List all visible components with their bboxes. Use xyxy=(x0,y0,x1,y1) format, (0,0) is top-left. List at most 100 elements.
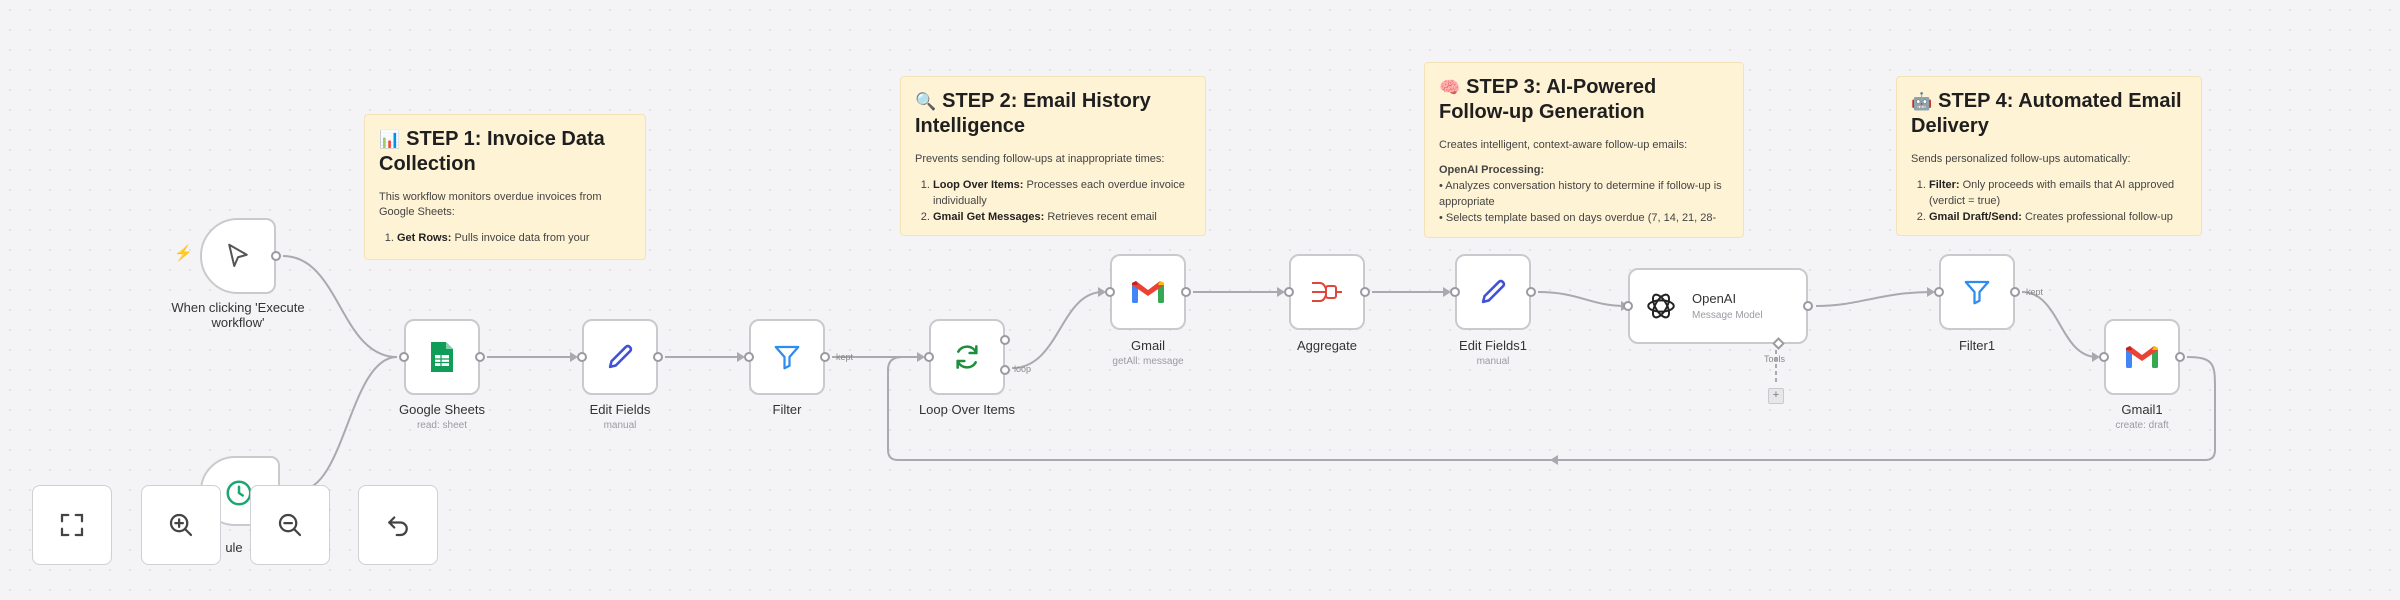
sticky-text: Creates intelligent, context-aware follo… xyxy=(1439,139,1688,151)
node-gmail-1[interactable] xyxy=(2099,319,2185,395)
node-title: OpenAI xyxy=(1692,291,1737,306)
pencil-icon xyxy=(1481,279,1506,304)
sticky-note-step1[interactable]: 📊STEP 1: Invoice Data Collection This wo… xyxy=(364,114,646,260)
list-item: • Selects template based on days overdue… xyxy=(1439,212,1717,224)
output-port[interactable] xyxy=(1803,301,1813,311)
node-label: Filter xyxy=(772,402,802,417)
sticky-note-step3[interactable]: 🧠STEP 3: AI-Powered Follow-up Generation… xyxy=(1424,62,1744,238)
sticky-text: This workflow monitors overdue invoices … xyxy=(379,191,602,218)
edge-label-kept: kept xyxy=(2026,287,2044,297)
node-label: Loop Over Items xyxy=(918,402,1016,417)
pencil-icon xyxy=(608,344,633,369)
list-item: Filter: Only proceeds with emails that A… xyxy=(1929,177,2187,209)
sticky-list: Loop Over Items: Processes each overdue … xyxy=(915,177,1191,225)
wire-trigger-sheets xyxy=(282,255,398,358)
wire-loopback xyxy=(887,356,2216,461)
node-label: Filter1 xyxy=(1958,338,1996,353)
output-port[interactable] xyxy=(1181,287,1191,297)
input-port[interactable] xyxy=(1934,287,1944,297)
node-label: Gmail getAll: message xyxy=(1112,338,1184,367)
input-port[interactable] xyxy=(744,352,754,362)
node-label: Google Sheets read: sheet xyxy=(398,402,485,431)
sticky-title: 🤖STEP 4: Automated Email Delivery xyxy=(1911,90,2182,137)
wire-openai-filter1 xyxy=(1815,291,1933,307)
wire-schedule-sheets xyxy=(299,356,398,491)
input-port[interactable] xyxy=(577,352,587,362)
openai-icon xyxy=(1647,293,1675,319)
node-aggregate[interactable] xyxy=(1284,254,1370,330)
sticky-note-step2[interactable]: 🔍STEP 2: Email History Intelligence Prev… xyxy=(900,76,1206,236)
output-port[interactable] xyxy=(1360,287,1370,297)
node-filter[interactable] xyxy=(744,319,830,395)
output-port-done[interactable] xyxy=(1000,335,1010,345)
output-port[interactable] xyxy=(2175,352,2185,362)
input-port[interactable] xyxy=(399,352,409,362)
output-port[interactable] xyxy=(653,352,663,362)
undo-button[interactable] xyxy=(358,485,438,565)
zoom-in-icon xyxy=(169,513,193,537)
sticky-title: 📊STEP 1: Invoice Data Collection xyxy=(379,128,605,175)
brain-icon: 🧠 xyxy=(1439,78,1461,97)
node-gmail[interactable] xyxy=(1105,254,1191,330)
zoom-in-button[interactable] xyxy=(141,485,221,565)
gmail-icon xyxy=(2126,346,2158,368)
node-label: Aggregate xyxy=(1297,338,1357,353)
aggregate-icon xyxy=(1312,282,1342,302)
output-port[interactable] xyxy=(820,352,830,362)
node-manual-trigger[interactable] xyxy=(200,218,281,294)
output-port[interactable] xyxy=(1526,287,1536,297)
edge-label-kept: kept xyxy=(836,352,854,362)
tools-port-label: Tools xyxy=(1764,354,1786,364)
node-label: Edit Fields1 manual xyxy=(1459,338,1527,367)
robot-icon: 🤖 xyxy=(1911,92,1933,111)
sticky-text: Sends personalized follow-ups automatica… xyxy=(1911,153,2131,165)
fullscreen-icon xyxy=(60,513,84,537)
fit-view-button[interactable] xyxy=(32,485,112,565)
input-port[interactable] xyxy=(1623,301,1633,311)
input-port[interactable] xyxy=(2099,352,2109,362)
input-port[interactable] xyxy=(1284,287,1294,297)
node-google-sheets[interactable] xyxy=(399,319,485,395)
list-item: • Analyzes conversation history to deter… xyxy=(1439,180,1722,208)
output-port[interactable] xyxy=(271,251,281,261)
sticky-note-step4[interactable]: 🤖STEP 4: Automated Email Delivery Sends … xyxy=(1896,76,2202,236)
input-port[interactable] xyxy=(1450,287,1460,297)
list-item: Loop Over Items: Processes each overdue … xyxy=(933,177,1191,209)
zoom-out-icon xyxy=(278,513,302,537)
wire-edit1-openai xyxy=(1537,291,1627,307)
zoom-out-button[interactable] xyxy=(250,485,330,565)
node-subtitle: Message Model xyxy=(1692,310,1763,321)
node-loop-over-items[interactable] xyxy=(924,319,1010,395)
loop-icon xyxy=(956,345,978,369)
output-port-loop[interactable] xyxy=(1000,365,1010,375)
node-label: Gmail1 create: draft xyxy=(2115,402,2169,431)
node-filter-1[interactable] xyxy=(1934,254,2020,330)
node-label: Edit Fields manual xyxy=(589,402,651,431)
list-item: Gmail Draft/Send: Creates professional f… xyxy=(1929,209,2187,225)
node-edit-fields-1[interactable] xyxy=(1450,254,1536,330)
node-label: ule xyxy=(225,540,243,555)
node-label: When clicking 'Execute workflow' xyxy=(171,300,305,330)
google-sheets-icon xyxy=(431,342,453,372)
gmail-icon xyxy=(1132,281,1164,303)
list-item: Get Rows: Pulls invoice data from your xyxy=(397,230,631,246)
output-port[interactable] xyxy=(475,352,485,362)
sticky-list: Get Rows: Pulls invoice data from your xyxy=(379,230,631,246)
node-edit-fields[interactable] xyxy=(577,319,663,395)
filter-icon xyxy=(1964,280,1990,305)
undo-icon xyxy=(388,516,408,537)
input-port[interactable] xyxy=(1105,287,1115,297)
wire-filter1-gmail1 xyxy=(2021,291,2098,358)
cursor-icon xyxy=(228,243,248,267)
add-tool-button[interactable]: + xyxy=(1768,388,1784,404)
sticky-list: Filter: Only proceeds with emails that A… xyxy=(1911,177,2187,225)
node-openai[interactable]: OpenAI Message Model xyxy=(1623,268,1813,350)
edge-label-loop: loop xyxy=(1014,364,1032,374)
output-port[interactable] xyxy=(2010,287,2020,297)
magnifier-icon: 🔍 xyxy=(915,92,937,111)
input-port[interactable] xyxy=(924,352,934,362)
list-item: Gmail Get Messages: Retrieves recent ema… xyxy=(933,209,1191,225)
sticky-text: Prevents sending follow-ups at inappropr… xyxy=(915,153,1165,165)
